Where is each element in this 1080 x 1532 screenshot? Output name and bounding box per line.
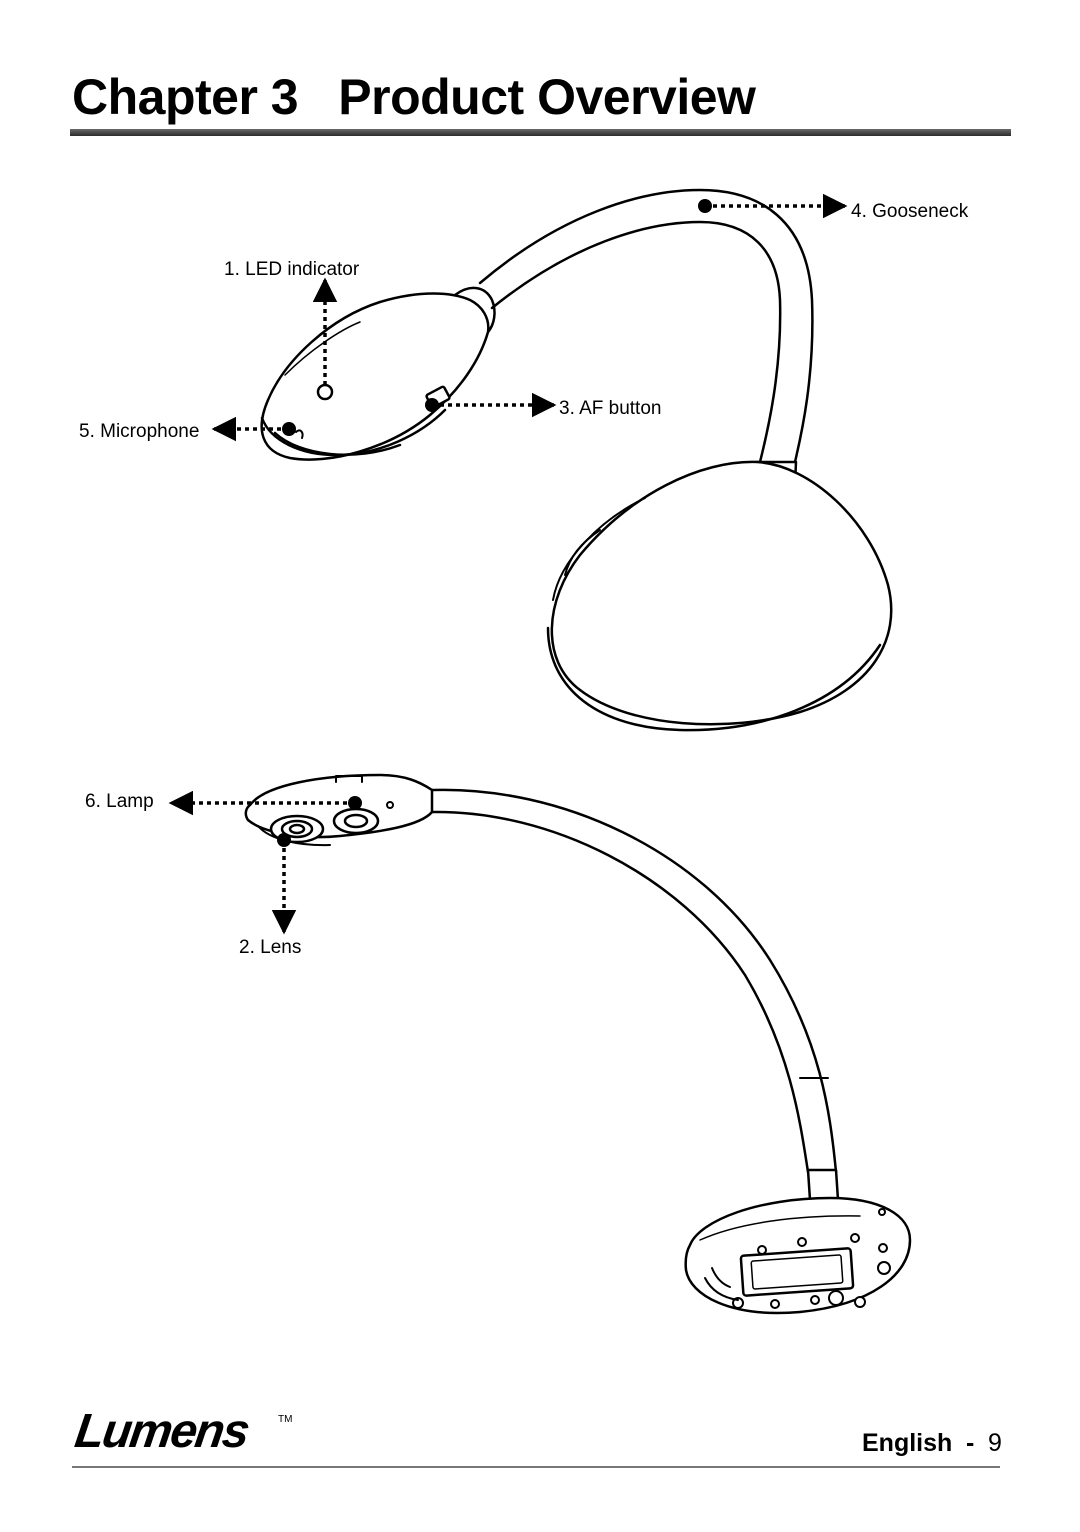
page-number: 9 bbox=[988, 1429, 1002, 1457]
lumens-logo: Lumens bbox=[71, 1405, 252, 1458]
title-rule bbox=[70, 129, 1011, 136]
callout-af-button: 3. AF button bbox=[559, 398, 661, 419]
chapter-title: Chapter 3 Product Overview bbox=[72, 69, 756, 125]
lamp-icon bbox=[332, 807, 380, 835]
led-indicator-icon bbox=[316, 383, 334, 401]
footer-separator: - bbox=[966, 1429, 975, 1457]
callout-lamp: 6. Lamp bbox=[85, 791, 154, 812]
callout-led-indicator: 1. LED indicator bbox=[224, 259, 360, 280]
footer-rule bbox=[72, 1466, 1000, 1468]
upper-device bbox=[260, 188, 893, 732]
footer-language: English bbox=[862, 1429, 953, 1457]
lower-gooseneck-inner bbox=[430, 810, 810, 1174]
lower-gooseneck-outer bbox=[430, 788, 838, 1174]
upper-gooseneck-outer bbox=[478, 188, 814, 464]
callout-gooseneck: 4. Gooseneck bbox=[851, 201, 969, 222]
callout-lens: 2. Lens bbox=[239, 937, 301, 958]
upper-gooseneck-inner bbox=[490, 220, 782, 464]
callout-pointers bbox=[168, 193, 848, 935]
logo-trademark: TM bbox=[278, 1414, 293, 1425]
callout-dots bbox=[277, 199, 712, 847]
upper-camera-head bbox=[260, 292, 490, 461]
upper-base bbox=[550, 460, 893, 726]
callout-microphone: 5. Microphone bbox=[79, 421, 199, 442]
lower-device bbox=[244, 773, 912, 1315]
